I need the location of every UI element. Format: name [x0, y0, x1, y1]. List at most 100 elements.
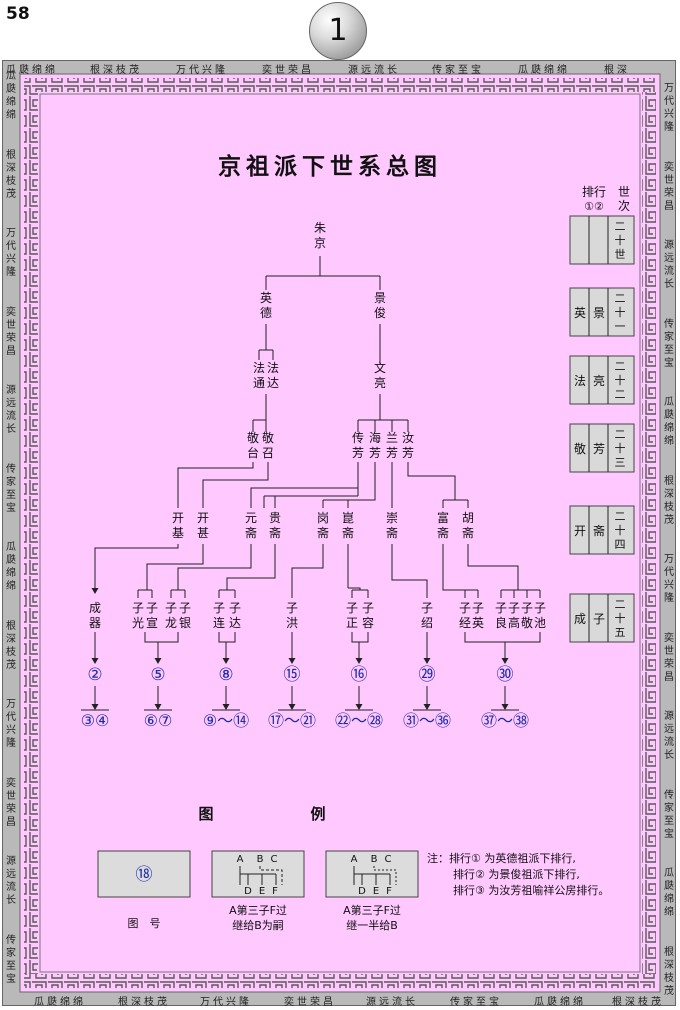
chart-range: ㉒～㉘	[335, 711, 383, 730]
arrow-head	[154, 658, 162, 664]
connector-line	[218, 632, 236, 643]
border-phrase-left: 源远流长	[6, 856, 16, 906]
generation-number: 二	[615, 220, 626, 233]
border-phrase-left: 传家至宝	[6, 463, 16, 514]
arrow-head	[501, 704, 509, 710]
generation-number: 五	[615, 626, 626, 639]
border-phrase-right: 奕世荣昌	[664, 161, 674, 212]
border-phrase-left: 万代兴隆	[6, 228, 16, 278]
border-phrase-right: 根深枝茂	[664, 475, 674, 526]
generation-number: 三	[615, 456, 626, 469]
connector-line	[226, 544, 276, 590]
border-phrase-left: 传家至宝	[6, 934, 16, 985]
page-number: 58	[6, 4, 30, 24]
border-phrase-bottom: 传家至宝	[450, 997, 502, 1008]
person-name: 开	[172, 511, 184, 525]
adoption-link	[373, 866, 397, 885]
legend-note: 注：排行① 为英德祖派下排行,	[427, 851, 576, 865]
person-name: 贵	[269, 511, 281, 525]
connector-line	[351, 632, 369, 643]
person-name: 光	[132, 616, 144, 630]
legend-letter: A	[237, 854, 244, 865]
connector-line	[291, 544, 324, 598]
person-name: 斋	[342, 525, 354, 540]
person-name: 胡	[462, 511, 474, 525]
legend-letter: D	[244, 886, 252, 897]
generation-box	[569, 355, 635, 405]
person-name: 斋	[317, 525, 329, 540]
gen-header-rank: 排行	[582, 185, 606, 199]
arrow-head	[288, 658, 296, 664]
border-phrase-top: 根深枝茂	[90, 65, 142, 76]
person-name: 芳	[352, 446, 364, 460]
border-phrase-top: 传家至宝	[432, 65, 484, 76]
person-name: 斋	[386, 525, 398, 540]
arrow-head	[222, 658, 230, 664]
generation-name: 英	[574, 306, 586, 320]
person-name: 汝	[402, 431, 414, 445]
arrow-head	[91, 588, 99, 594]
person-name: 富	[437, 510, 449, 525]
legend-adopt-text: A第三子F过	[229, 903, 287, 917]
chart-range: ㉛～㊱	[403, 711, 451, 730]
person-name: 敬	[247, 431, 259, 445]
generation-number: 二	[615, 360, 626, 373]
border-phrase-left: 奕世荣昌	[6, 306, 16, 357]
arrow-head	[222, 704, 230, 710]
legend-letter: E	[373, 886, 379, 897]
person-name: 崑	[342, 511, 354, 525]
legend-letter: F	[386, 886, 392, 897]
connector-line	[177, 544, 252, 590]
connector-line	[467, 544, 519, 590]
person-name: 子	[362, 601, 374, 615]
person-name: 子	[508, 601, 520, 615]
generation-box	[569, 423, 635, 473]
border-phrase-right: 传家至宝	[664, 318, 674, 369]
person-name: 高	[508, 615, 520, 630]
connector-line	[442, 544, 468, 591]
generation-box	[569, 505, 635, 555]
generation-number: 世	[615, 248, 626, 261]
root-ancestor: 京	[314, 236, 326, 250]
legend-title: 例	[310, 805, 325, 823]
root-ancestor: 朱	[314, 221, 326, 235]
person-name: 子	[165, 601, 177, 615]
border-phrase-right: 瓜瓞绵绵	[664, 397, 674, 447]
person-name: 亮	[374, 375, 386, 390]
border-phrase-left: 根深枝茂	[6, 149, 16, 200]
border-phrase-bottom: 奕世荣昌	[284, 997, 336, 1008]
legend-letter: F	[272, 886, 278, 897]
arrow-head	[91, 704, 99, 710]
arrow-head	[288, 704, 296, 710]
generation-number: 一	[615, 320, 626, 333]
connector-line	[202, 462, 269, 508]
border-phrase-top: 根深	[604, 65, 630, 76]
person-name: 开	[197, 511, 209, 525]
chart-ref-number: ⑧	[218, 665, 233, 685]
generation-name: 开	[574, 524, 586, 538]
generation-number: 二	[615, 598, 626, 611]
legend-letter: A	[351, 854, 358, 865]
legend-chart-box	[97, 850, 191, 898]
person-name: 子	[472, 601, 484, 615]
generation-number: 二	[615, 428, 626, 441]
person-name: 容	[362, 615, 374, 630]
person-name: 子	[286, 601, 298, 615]
border-phrase-bottom: 根深枝茂	[612, 997, 664, 1008]
gen-header-rank-nums: ①②	[584, 200, 604, 213]
generation-name: 亮	[593, 373, 605, 388]
border-phrase-right: 奕世荣昌	[664, 632, 674, 683]
person-name: 斋	[245, 525, 257, 540]
person-name: 器	[89, 616, 101, 630]
generation-box	[569, 287, 635, 337]
legend-letter: C	[385, 854, 392, 865]
person-name: 绍	[421, 616, 433, 630]
person-name: 池	[534, 616, 546, 630]
person-name: 英	[260, 291, 272, 305]
chart-ref-number: ㉙	[419, 665, 436, 685]
person-name: 达	[229, 616, 241, 630]
connector-line	[348, 462, 376, 501]
chart-ref-number: ⑮	[284, 665, 301, 685]
person-name: 英	[472, 616, 484, 630]
